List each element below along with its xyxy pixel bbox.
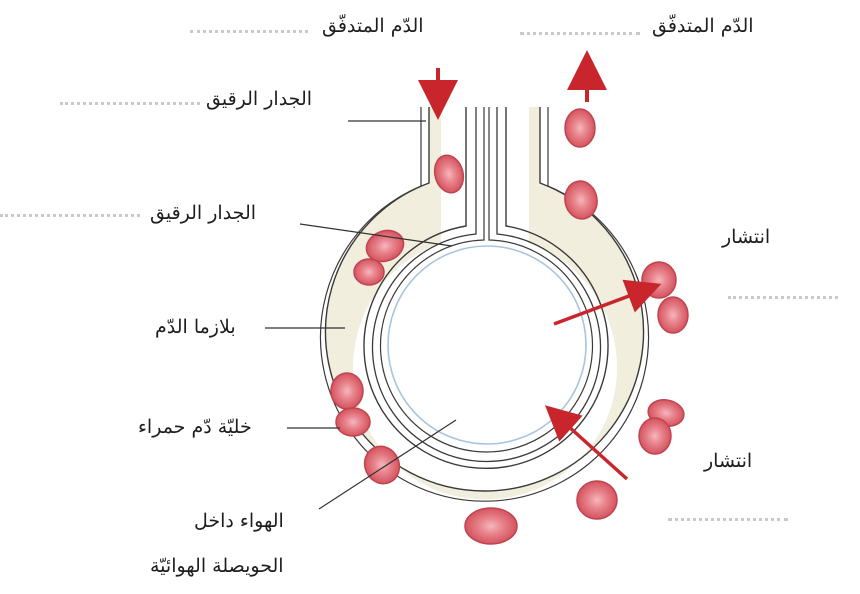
rbc-8	[331, 373, 363, 409]
leader-air-inside	[319, 420, 456, 509]
label-air-inside-line2: الحويصلة الهوائيّة	[150, 557, 284, 576]
label-blood-flow-left: الدّم المتدفّق	[322, 17, 424, 36]
dotted-guide	[520, 32, 640, 39]
rbc-7	[658, 297, 688, 333]
label-diffusion-bottom: انتشار	[704, 452, 752, 471]
label-blood-plasma: بلازما الدّم	[155, 318, 236, 337]
dotted-guide	[668, 518, 788, 525]
alveolus-air-space	[388, 246, 586, 444]
dotted-guide	[728, 296, 838, 303]
rbc-9	[336, 408, 370, 436]
label-blood-flow-right: الدّم المتدفّق	[652, 17, 754, 36]
label-thin-wall-middle: الجدار الرقيق	[150, 204, 256, 223]
label-red-blood-cell: خليّة دّم حمراء	[138, 418, 252, 437]
dotted-guide	[60, 102, 200, 109]
rbc-12	[359, 441, 406, 490]
rbc-6	[642, 262, 676, 298]
dotted-guide	[190, 30, 308, 37]
rbc-11	[639, 418, 671, 454]
rbc-2	[565, 109, 595, 147]
dotted-guide	[0, 214, 140, 221]
label-air-inside-line1: الهواء داخل	[194, 512, 284, 531]
label-diffusion-top: انتشار	[722, 228, 770, 247]
rbc-14	[465, 508, 517, 544]
rbc-13	[577, 481, 617, 519]
rbc-5	[354, 259, 384, 285]
label-thin-wall-top: الجدار الرقيق	[206, 90, 312, 109]
